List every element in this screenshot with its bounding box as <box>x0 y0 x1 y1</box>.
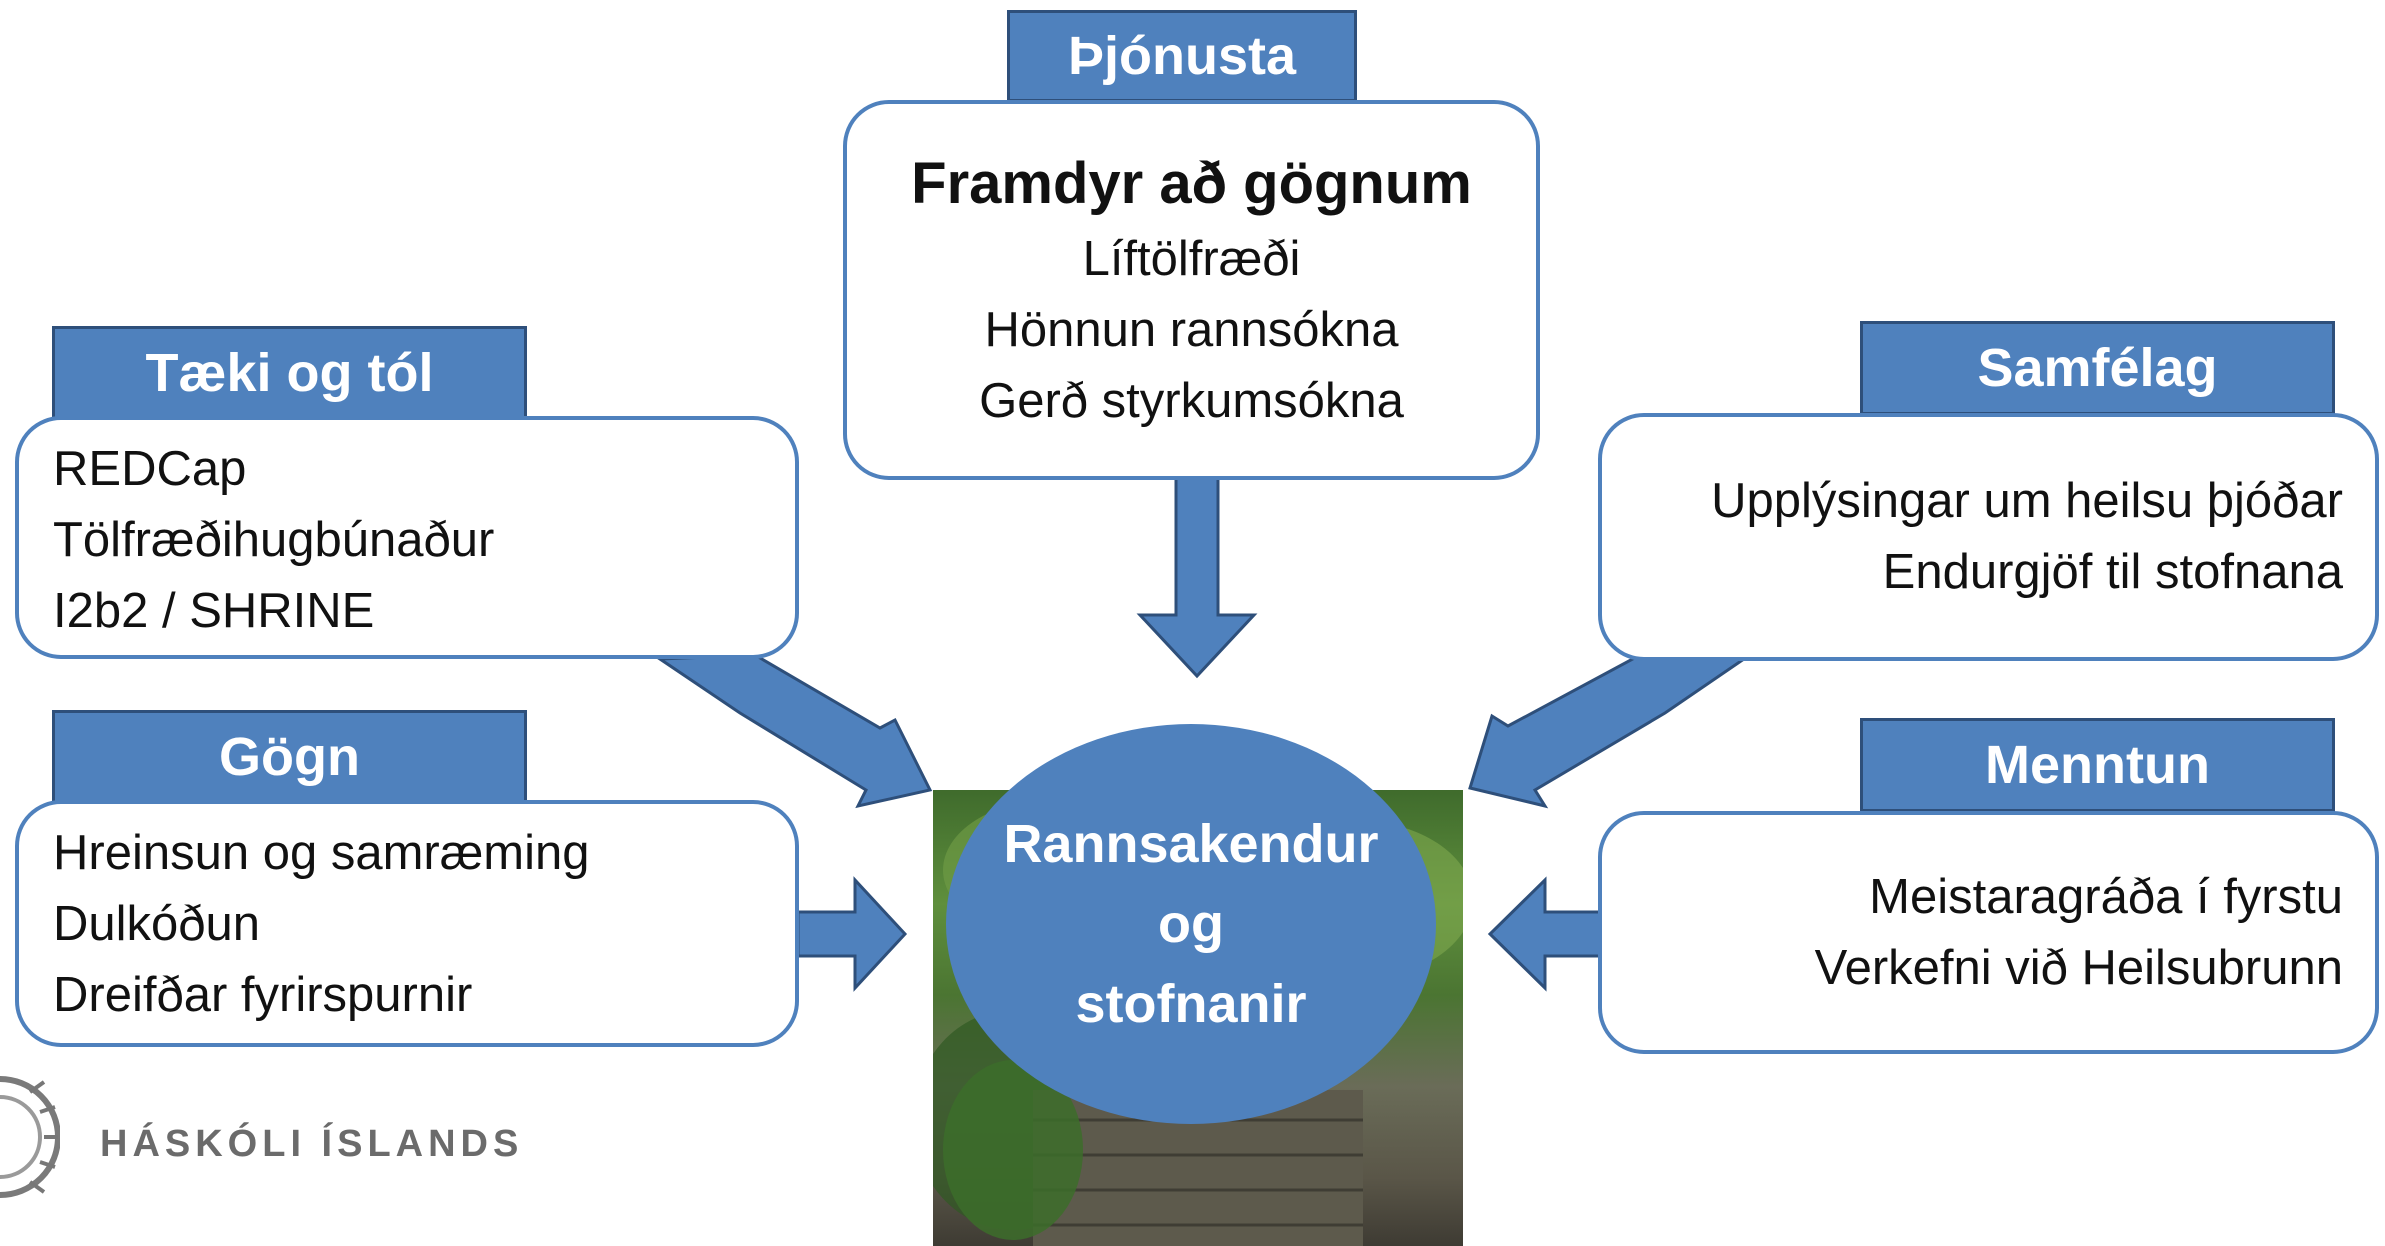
header-education: Menntun <box>1860 718 2335 812</box>
education-box: Meistaragráða í fyrstu Verkefni við Heil… <box>1598 811 2379 1054</box>
center-line: stofnanir <box>1075 974 1307 1034</box>
society-box: Upplýsingar um heilsu þjóðar Endurgjöf t… <box>1598 413 2379 661</box>
data-box: Hreinsun og samræming Dulkóðun Dreifðar … <box>15 800 799 1047</box>
arrow-tools-diagonal <box>655 653 933 809</box>
center-line: og <box>1158 894 1224 954</box>
header-service: Þjónusta <box>1007 10 1357 102</box>
tools-item: Tölfræðihugbúnaður <box>53 513 495 567</box>
data-item: Dulkóðun <box>53 897 261 951</box>
tools-box: REDCap Tölfræðihugbúnaður I2b2 / SHRINE <box>15 416 799 659</box>
society-item: Upplýsingar um heilsu þjóðar <box>1711 474 2343 528</box>
arrow-top-down <box>1136 476 1258 679</box>
service-item: Gerð styrkumsókna <box>979 373 1404 428</box>
arrow-society-diagonal <box>1468 653 1749 809</box>
arrow-data-right <box>796 876 908 992</box>
service-title: Framdyr að gögnum <box>911 150 1472 216</box>
header-tools: Tæki og tól <box>52 326 527 420</box>
center-line: Rannsakendur <box>1003 814 1379 874</box>
tools-item: REDCap <box>53 442 247 496</box>
header-society: Samfélag <box>1860 321 2335 415</box>
society-item: Endurgjöf til stofnana <box>1882 545 2343 599</box>
logo-text: HÁSKÓLI ÍSLANDS <box>100 1123 524 1165</box>
center-circle: Rannsakendur og stofnanir <box>946 724 1436 1124</box>
tools-item: I2b2 / SHRINE <box>53 584 375 638</box>
education-item: Verkefni við Heilsubrunn <box>1814 940 2343 995</box>
data-item: Dreifðar fyrirspurnir <box>53 968 473 1022</box>
university-seal-icon <box>0 1076 60 1198</box>
service-item: Hönnun rannsókna <box>984 302 1399 357</box>
service-box: Framdyr að gögnum Líftölfræði Hönnun ran… <box>843 100 1540 480</box>
arrow-education-left <box>1487 876 1602 992</box>
data-item: Hreinsun og samræming <box>53 826 590 880</box>
service-item: Líftölfræði <box>1082 231 1301 286</box>
header-data: Gögn <box>52 710 527 804</box>
education-item: Meistaragráða í fyrstu <box>1869 869 2343 924</box>
